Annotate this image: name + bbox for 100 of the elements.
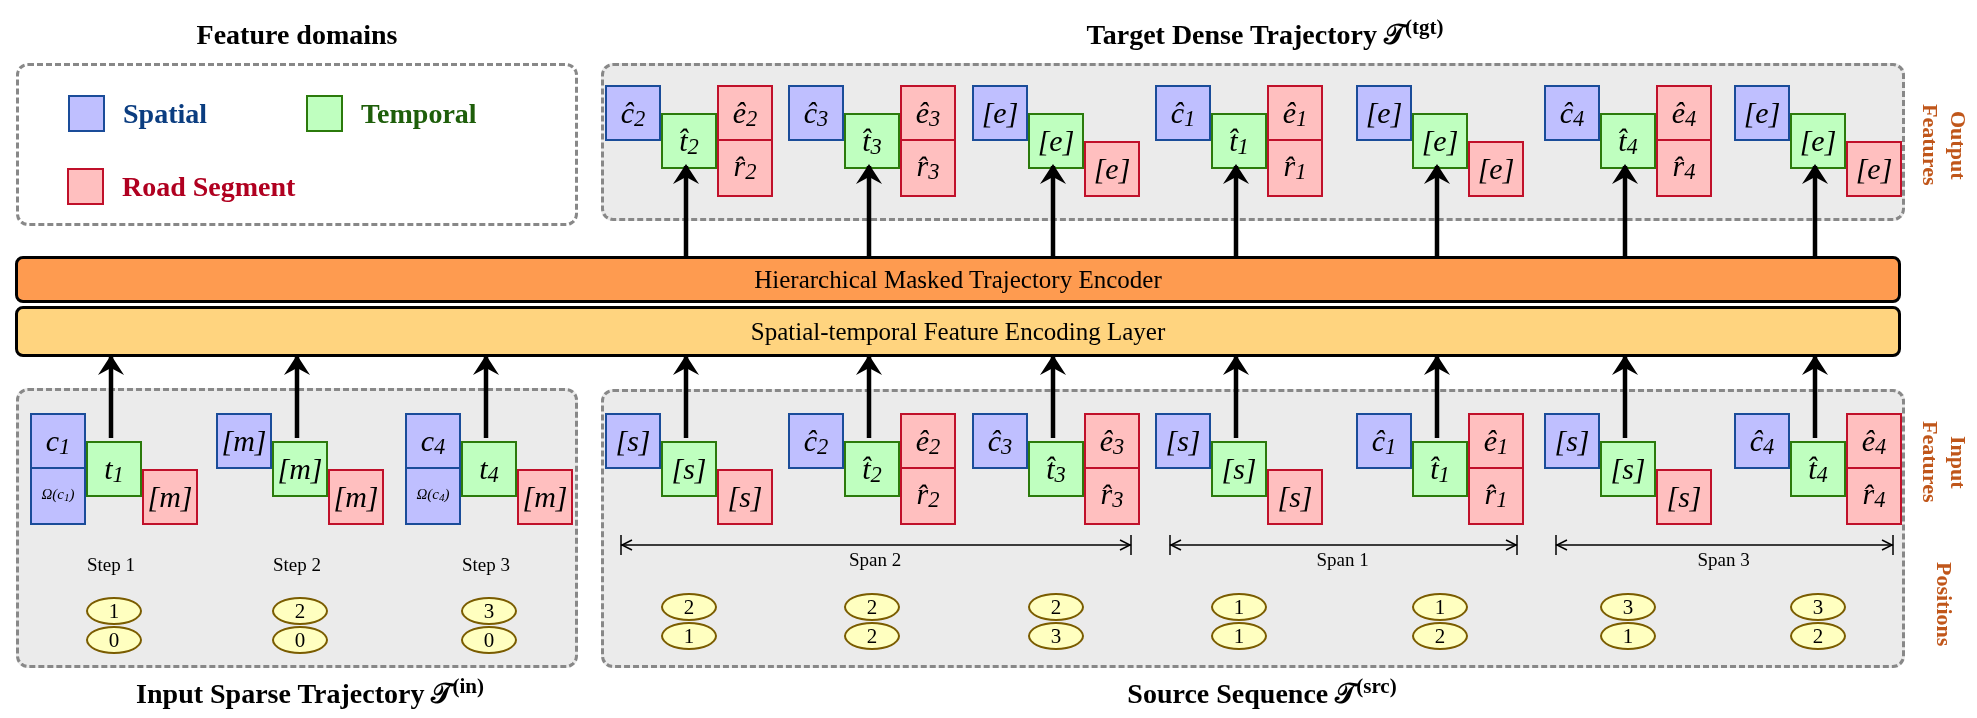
position-ellipse: 0 xyxy=(461,626,517,654)
feature-square xyxy=(1846,413,1902,525)
arrow xyxy=(1424,355,1450,438)
feature-square xyxy=(1211,441,1267,497)
feature-square xyxy=(788,85,844,141)
feature-symbol: t̂$_{2}$ xyxy=(678,123,700,161)
arrow xyxy=(1612,355,1638,438)
feature-symbol: [m] xyxy=(332,479,380,515)
arrow xyxy=(1040,164,1066,256)
arrow xyxy=(1612,164,1638,256)
position-ellipse: 2 xyxy=(272,597,328,625)
feature-square xyxy=(844,441,900,497)
feature-square xyxy=(1656,469,1712,525)
feature-square xyxy=(1790,113,1846,169)
feature-symbol: ê$_{4}$ xyxy=(1860,423,1888,461)
feature-symbol: ê$_{4}$ xyxy=(1670,95,1698,133)
feature-square xyxy=(1846,141,1902,197)
arrow xyxy=(856,164,882,256)
feature-symbol: t̂$_{1}$ xyxy=(1429,451,1451,489)
arrow xyxy=(1223,355,1249,438)
feature-square xyxy=(1790,441,1846,497)
feature-square xyxy=(1155,413,1211,469)
feature-symbol: t̂$_{3}$ xyxy=(861,123,883,161)
feature-square xyxy=(972,85,1028,141)
feature-symbol: [e] xyxy=(1364,95,1404,131)
position-ellipse: 2 xyxy=(1790,622,1846,650)
feature-square xyxy=(1028,113,1084,169)
feature-square xyxy=(1084,141,1140,197)
feature-symbol: [s] xyxy=(1220,451,1258,487)
feature-symbol: ê$_{3}$ xyxy=(1098,423,1126,461)
feature-square xyxy=(1656,85,1712,197)
feature-symbol: c$_{1}$ xyxy=(44,423,72,461)
feature-square xyxy=(717,85,773,197)
position-ellipse: 1 xyxy=(1211,622,1267,650)
feature-square xyxy=(717,469,773,525)
feature-square xyxy=(405,413,461,525)
arrow xyxy=(98,355,124,438)
feature-symbol: [s] xyxy=(726,479,764,515)
feature-symbol: [s] xyxy=(1164,423,1202,459)
feature-square xyxy=(1412,113,1468,169)
feature-square xyxy=(788,413,844,469)
feature-symbol: ê$_{1}$ xyxy=(1482,423,1510,461)
feature-symbol: ĉ$_{2}$ xyxy=(802,423,830,461)
feature-symbol: ê$_{2}$ xyxy=(914,423,942,461)
feature-symbol: ĉ$_{1}$ xyxy=(1169,95,1197,133)
feature-symbol: [m] xyxy=(220,423,268,459)
feature-square xyxy=(1211,113,1267,169)
feature-symbol: [s] xyxy=(1609,451,1647,487)
encoder-bar: Hierarchical Masked Trajectory Encoder xyxy=(15,256,1901,303)
feature-symbol: ĉ$_{3}$ xyxy=(802,95,830,133)
step-label: Step 3 xyxy=(462,553,510,577)
position-ellipse: 2 xyxy=(844,622,900,650)
feature-square xyxy=(1155,85,1211,141)
feature-square xyxy=(1084,413,1140,525)
position-ellipse: 1 xyxy=(1412,593,1468,621)
panel-heading: Input Sparse Trajectory 𝒯$^{(in)}$ xyxy=(136,674,484,711)
feature-symbol: [e] xyxy=(1742,95,1782,131)
feature-square xyxy=(1267,85,1323,197)
feature-symbol: [s] xyxy=(1553,423,1591,459)
feature-symbol: t̂$_{2}$ xyxy=(861,451,883,489)
feature-symbol: [m] xyxy=(146,479,194,515)
feature-symbol: ĉ$_{4}$ xyxy=(1558,95,1586,133)
legend-label: Spatial xyxy=(123,97,208,131)
feature-square xyxy=(1544,85,1600,141)
feature-square xyxy=(605,413,661,469)
feature-symbol: ĉ$_{2}$ xyxy=(619,95,647,133)
position-ellipse: 2 xyxy=(661,593,717,621)
legend-label: Road Segment xyxy=(122,170,296,204)
position-ellipse: 0 xyxy=(272,626,328,654)
arrow xyxy=(1424,164,1450,256)
feature-square xyxy=(461,441,517,497)
feature-square xyxy=(1267,469,1323,525)
panel-heading: Source Sequence 𝒯$^{(src)}$ xyxy=(1127,674,1397,711)
span-label: Span 3 xyxy=(1697,549,1750,571)
layer-bar: Spatial-temporal Feature Encoding Layer xyxy=(15,306,1901,357)
position-ellipse: 2 xyxy=(844,593,900,621)
position-ellipse: 3 xyxy=(1028,622,1084,650)
feature-symbol: ê$_{3}$ xyxy=(914,95,942,133)
feature-symbol: [s] xyxy=(670,451,708,487)
position-ellipse: 1 xyxy=(1600,622,1656,650)
feature-symbol: ê$_{1}$ xyxy=(1281,95,1309,133)
position-ellipse: 1 xyxy=(1211,593,1267,621)
arrow xyxy=(1040,355,1066,438)
step-label: Step 1 xyxy=(87,553,135,577)
feature-symbol: [e] xyxy=(1798,123,1838,159)
feature-square xyxy=(661,113,717,169)
legend-label: Temporal xyxy=(361,97,477,131)
feature-symbol: [m] xyxy=(521,479,569,515)
arrow xyxy=(1802,355,1828,438)
feature-symbol: [s] xyxy=(614,423,652,459)
panel-heading: Target Dense Trajectory 𝒯$^{(tgt)}$ xyxy=(1086,15,1444,52)
side-label: Input Features xyxy=(1917,420,1972,505)
position-ellipse: 3 xyxy=(1600,593,1656,621)
span-label: Span 1 xyxy=(1316,549,1369,571)
side-label: Output Features xyxy=(1917,103,1972,188)
feature-square xyxy=(1600,113,1656,169)
feature-symbol: t̂$_{3}$ xyxy=(1045,451,1067,489)
feature-symbol: [e] xyxy=(1092,151,1132,187)
feature-symbol: [s] xyxy=(1665,479,1703,515)
feature-symbol: ĉ$_{3}$ xyxy=(986,423,1014,461)
